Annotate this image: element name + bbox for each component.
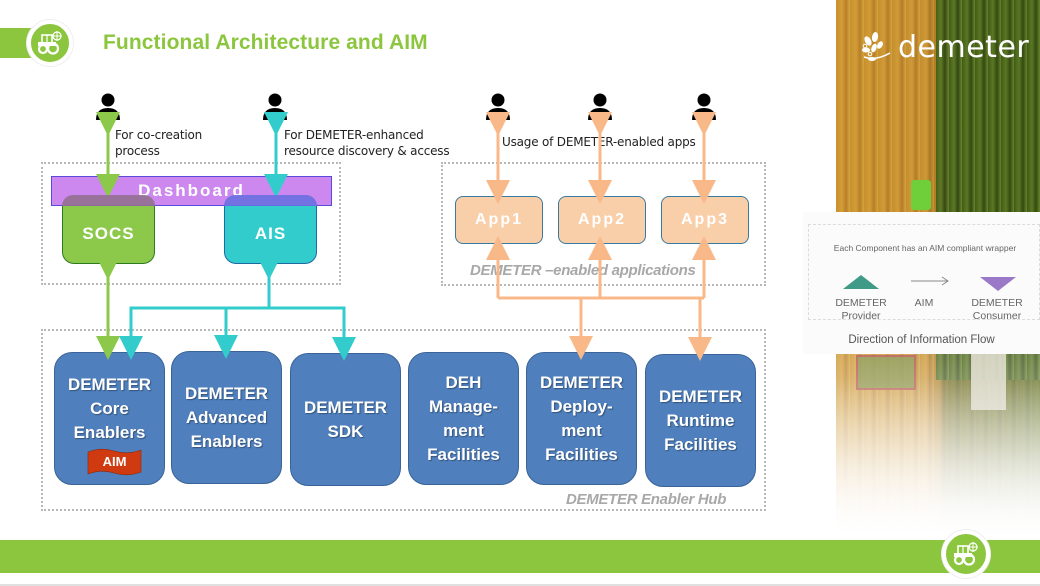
label-line: DEMETER	[303, 397, 388, 417]
runtime-facilities-label: DEMETER Runtime Facilities	[659, 385, 742, 457]
deh-management-box[interactable]: DEH Manage- ment Facilities	[408, 352, 519, 485]
label-line: Provider	[841, 310, 881, 322]
provider-triangle-icon	[843, 275, 879, 289]
arrow-right-icon	[911, 276, 949, 286]
page-title: Functional Architecture and AIM	[103, 31, 428, 54]
footer-logo	[942, 530, 990, 578]
co-creation-note: For co-creation process	[115, 127, 202, 159]
ais-dashboard-overlap	[224, 195, 317, 206]
consumer-label: DEMETER Consumer	[961, 297, 1033, 323]
app-label: App3	[681, 211, 729, 228]
provider-label: DEMETER Provider	[827, 297, 895, 323]
socs-dashboard-overlap	[62, 195, 155, 206]
aim-legend-card: Each Component has an AIM compliant wrap…	[803, 212, 1040, 354]
label-line: Deploy-	[550, 396, 613, 416]
sdk-box[interactable]: DEMETER SDK	[290, 353, 401, 486]
apps-group-caption: DEMETER –enabled applications	[470, 262, 696, 279]
tractor-icon	[37, 31, 62, 55]
footer-bar	[0, 540, 1040, 573]
app-usage-note: Usage of DEMETER-enabled apps	[502, 134, 696, 150]
socs-label: SOCS	[82, 223, 135, 243]
tractor-photo	[911, 180, 931, 210]
label-line: Enablers	[190, 431, 263, 451]
deh-management-label: DEH Manage- ment Facilities	[427, 371, 500, 467]
label-line: Facilities	[545, 444, 618, 464]
label-line: Facilities	[427, 444, 500, 464]
aim-legend-frame: Each Component has an AIM compliant wrap…	[808, 224, 1040, 323]
aim-label: AIM	[914, 297, 934, 309]
label-line: ment	[561, 420, 602, 440]
header-accent-bar	[0, 28, 32, 58]
user-icon	[486, 93, 510, 120]
label-line: Advanced	[185, 407, 268, 427]
label-line: ment	[443, 420, 484, 440]
information-flow-caption: Direction of Information Flow	[848, 334, 995, 346]
label-line: SDK	[327, 421, 364, 441]
note-line: Usage of DEMETER-enabled apps	[502, 135, 696, 149]
label-line: Consumer	[972, 310, 1022, 322]
deployment-facilities-box[interactable]: DEMETER Deploy- ment Facilities	[526, 352, 637, 485]
flag-icon	[87, 448, 142, 476]
enabler-hub-group	[41, 329, 766, 511]
hub-group-caption: DEMETER Enabler Hub	[566, 491, 727, 508]
label-line: Core	[90, 399, 129, 418]
note-line: For DEMETER-enhanced	[284, 128, 424, 142]
sdk-label: DEMETER SDK	[304, 396, 387, 444]
label-line: DEMETER	[184, 383, 269, 403]
note-line: process	[115, 144, 160, 158]
app1-box[interactable]: App1	[455, 196, 543, 244]
user-facing-group	[41, 162, 341, 285]
ais-label: AIS	[254, 223, 287, 243]
runtime-facilities-box[interactable]: DEMETER Runtime Facilities	[645, 354, 756, 487]
demeter-brand-logo: demeter	[860, 30, 1029, 65]
app-label: App2	[578, 211, 626, 228]
label-line: Runtime	[666, 410, 735, 430]
consumer-triangle-icon	[980, 277, 1016, 291]
user-icon	[263, 93, 287, 120]
label-line: DEMETER	[658, 386, 743, 406]
label-line: DEH	[445, 372, 482, 392]
aim-legend-caption: Each Component has an AIM compliant wrap…	[833, 243, 1017, 253]
user-icon	[692, 93, 716, 120]
label-line: DEMETER	[971, 297, 1023, 309]
footer-divider	[0, 584, 1040, 586]
advanced-enablers-box[interactable]: DEMETER Advanced Enablers	[171, 351, 282, 484]
aim-badge-label: AIM	[102, 454, 127, 469]
note-line: For co-creation	[115, 128, 203, 142]
header-logo	[27, 20, 73, 66]
label-line: DEMETER	[539, 372, 624, 392]
app2-box[interactable]: App2	[558, 196, 646, 244]
label-line: DEMETER	[67, 375, 152, 394]
label-line: Manage-	[429, 396, 498, 416]
deployment-facilities-label: DEMETER Deploy- ment Facilities	[540, 371, 623, 467]
resource-discovery-note: For DEMETER-enhanced resource discovery …	[284, 127, 450, 159]
core-enablers-label: DEMETER Core Enablers	[68, 373, 151, 445]
note-line: resource discovery & access	[284, 144, 450, 158]
aim-badge: AIM	[86, 447, 143, 477]
app3-box[interactable]: App3	[661, 196, 749, 244]
label-line: Facilities	[664, 434, 737, 454]
app-label: App1	[475, 211, 523, 228]
ais-module[interactable]: AIS	[224, 195, 317, 264]
brand-name: demeter	[898, 30, 1030, 65]
leaf-branch-icon	[862, 31, 891, 61]
user-icon	[96, 93, 120, 120]
advanced-enablers-label: DEMETER Advanced Enablers	[185, 382, 268, 454]
label-line: DEMETER	[835, 297, 887, 309]
label-line: Enablers	[73, 423, 146, 442]
dashboard-label: Dashboard	[138, 181, 245, 200]
tractor-icon	[953, 542, 978, 566]
user-icon	[588, 93, 612, 120]
